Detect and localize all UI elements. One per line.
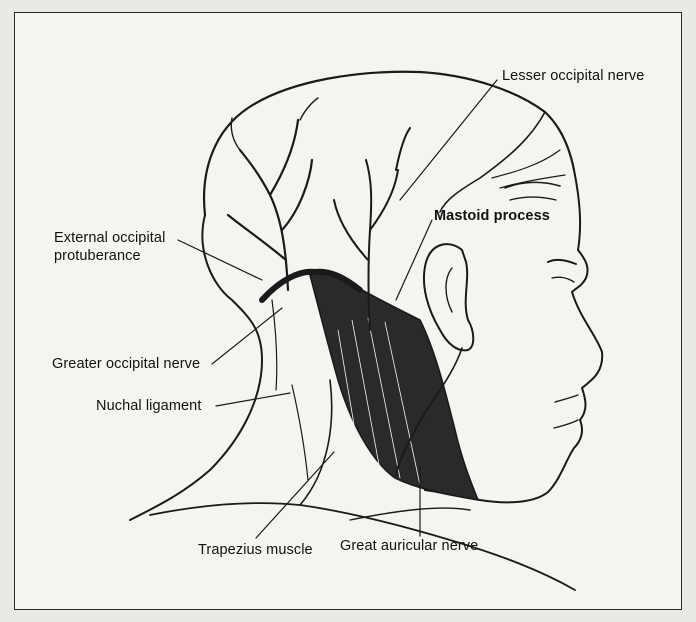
label-nuchal-ligament: Nuchal ligament — [96, 398, 201, 415]
leader-lesser-occipital-nerve — [400, 80, 497, 200]
head-outline — [204, 72, 574, 215]
label-trapezius-muscle: Trapezius muscle — [198, 542, 313, 559]
label-great-auricular-nerve: Great auricular nerve — [340, 538, 478, 555]
leader-trapezius-muscle — [256, 452, 334, 538]
label-external-occipital-protuberance-line1: External occipital — [54, 230, 165, 247]
leader-external-occipital-protuberance — [178, 240, 262, 280]
label-mastoid-process: Mastoid process — [434, 208, 550, 225]
greater-occipital-nerve-branches — [228, 120, 312, 290]
ear — [424, 244, 473, 350]
trapezius-muscle-shape — [310, 273, 478, 500]
label-external-occipital-protuberance-line2: protuberance — [54, 248, 141, 265]
label-lesser-occipital-nerve: Lesser occipital nerve — [502, 68, 644, 85]
label-greater-occipital-nerve: Greater occipital nerve — [52, 356, 200, 373]
